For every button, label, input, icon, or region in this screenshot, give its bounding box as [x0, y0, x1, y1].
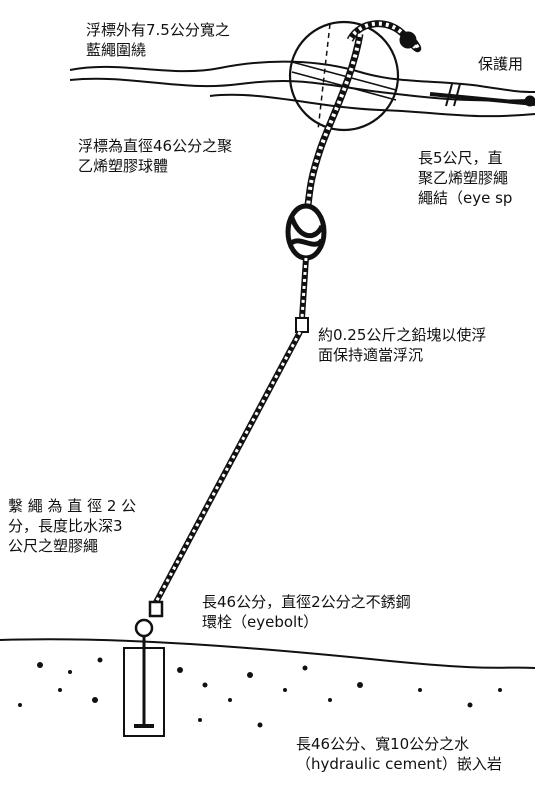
protect-rope	[346, 20, 535, 107]
label-protect: 保護用	[478, 55, 524, 73]
bolt-hole	[123, 636, 165, 737]
label-eyebolt: 長46公分，直徑2公分之不銹鋼 環栓（eyebolt）	[202, 593, 411, 631]
rock-texture	[18, 657, 502, 728]
label-cement: 長46公分、寬10公分之水 （hydraulic cement）嵌入岩	[296, 735, 502, 773]
upper-rope	[304, 33, 364, 206]
middle-rope	[299, 257, 309, 319]
water-surface	[69, 60, 535, 118]
lead-weight	[295, 317, 309, 333]
label-buoy-body: 浮標為直徑46公分之聚 乙烯塑膠球體	[78, 137, 233, 175]
seabed-line	[0, 638, 535, 669]
mooring-rope	[151, 330, 303, 608]
eyebolt-head	[134, 600, 164, 638]
label-rope-5m: 長5公尺，直 聚乙烯塑膠繩 繩結（eye sp	[418, 149, 513, 207]
buoy-sphere	[288, 20, 400, 132]
eye-splice-knot	[285, 203, 327, 261]
label-buoy-wrap: 浮標外有7.5公分寬之 藍繩圍繞	[86, 21, 230, 59]
label-mooring-rope: 繫 繩 為 直 徑 2 公 分，長度比水深3 公尺之塑膠繩	[8, 497, 137, 555]
label-lead-weight: 約0.25公斤之鉛塊以使浮 面保持適當浮沉	[318, 326, 487, 364]
